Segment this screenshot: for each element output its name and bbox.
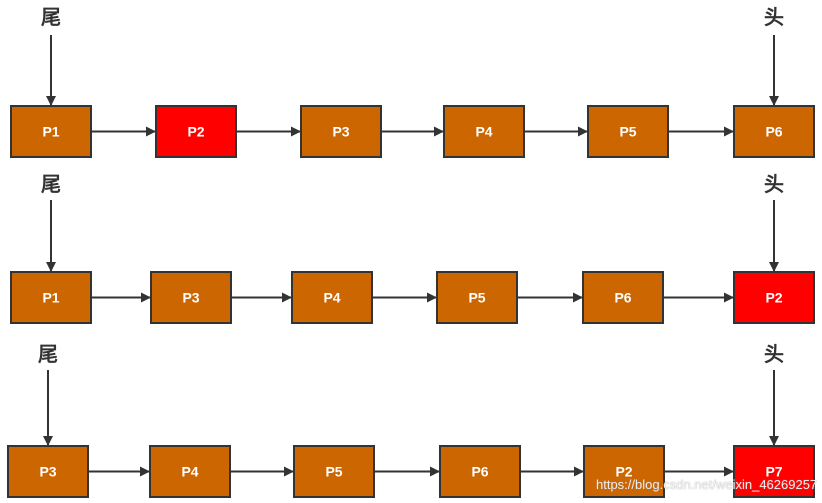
node-p4: P4 [291, 271, 373, 324]
node-label: P2 [187, 124, 204, 140]
node-label: P1 [42, 124, 59, 140]
node-box [436, 271, 518, 324]
node-p6: P6 [439, 445, 521, 498]
node-p5: P5 [587, 105, 669, 158]
node-p2: P2 [155, 105, 237, 158]
node-box [293, 445, 375, 498]
node-box [10, 105, 92, 158]
tail-label: 尾 [41, 172, 61, 196]
node-p6: P6 [733, 105, 815, 158]
node-box [149, 445, 231, 498]
node-p2: P2 [583, 445, 665, 498]
node-label: P1 [42, 290, 59, 306]
node-p2: P2 [733, 271, 815, 324]
node-p3: P3 [300, 105, 382, 158]
node-box [733, 105, 815, 158]
node-p4: P4 [149, 445, 231, 498]
node-box [439, 445, 521, 498]
node-label: P5 [325, 464, 342, 480]
node-box [7, 445, 89, 498]
node-box [733, 271, 815, 324]
node-label: P2 [765, 290, 782, 306]
node-p3: P3 [150, 271, 232, 324]
head-label: 头 [764, 172, 784, 196]
node-box [150, 271, 232, 324]
node-p1: P1 [10, 271, 92, 324]
queue-row-2: P1 P3 P4 P5 P6 P2 尾 头 [10, 172, 815, 324]
node-p7: P7 [733, 445, 815, 498]
node-p5: P5 [436, 271, 518, 324]
head-label: 头 [764, 5, 784, 29]
node-label: P6 [614, 290, 631, 306]
node-p6: P6 [582, 271, 664, 324]
node-box [291, 271, 373, 324]
node-label: P4 [475, 124, 492, 140]
node-label: P4 [323, 290, 340, 306]
node-box [582, 271, 664, 324]
node-label: P5 [619, 124, 636, 140]
queue-row-3: P3 P4 P5 P6 P2 P7 尾 头 [7, 342, 815, 498]
head-label: 头 [764, 342, 784, 366]
node-p1: P1 [10, 105, 92, 158]
node-label: P3 [332, 124, 349, 140]
watermark: https://blog.csdn.net/weixin_46269257 [596, 477, 818, 492]
node-p5: P5 [293, 445, 375, 498]
node-box [155, 105, 237, 158]
node-box [300, 105, 382, 158]
node-label: P7 [765, 464, 782, 480]
node-label: P3 [39, 464, 56, 480]
node-box [733, 445, 815, 498]
node-box [443, 105, 525, 158]
node-box [583, 445, 665, 498]
node-p3: P3 [7, 445, 89, 498]
tail-label: 尾 [38, 342, 58, 366]
tail-label: 尾 [41, 5, 61, 29]
node-label: P2 [615, 464, 632, 480]
node-p4: P4 [443, 105, 525, 158]
node-label: P6 [765, 124, 782, 140]
node-label: P6 [471, 464, 488, 480]
queue-row-1: P1 P2 P3 P4 P5 P6 尾 头 [10, 5, 815, 158]
node-label: P5 [468, 290, 485, 306]
node-label: P4 [181, 464, 198, 480]
node-label: P3 [182, 290, 199, 306]
